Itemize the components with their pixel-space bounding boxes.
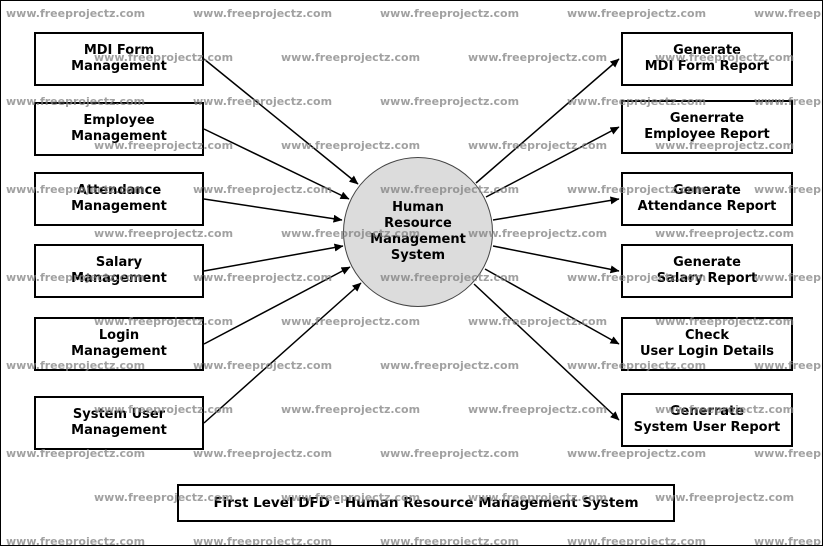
entity-label: Check User Login Details [639,327,775,359]
entity-label: Generrate Employee Report [644,110,770,142]
entity-generate-attendance-report: Generate Attendance Report [621,172,793,226]
flow-arrow-right-3 [492,196,620,221]
process-hr-management-system: Human Resource Management System [343,157,493,307]
flow-arrow-right-1 [475,58,620,184]
flow-arrow-left-5 [203,266,351,345]
entity-label: Generrate System User Report [633,403,781,435]
entity-salary-management: Salary Management [34,244,204,298]
entity-employee-management: Employee Management [34,102,204,156]
entity-generate-mdi-form-report: Generate MDI Form Report [621,32,793,86]
flow-arrow-right-2 [485,126,620,198]
flow-arrow-left-6 [203,282,362,424]
process-label: Human Resource Management System [370,199,466,264]
entity-label: Generate Salary Report [656,254,758,286]
entity-label: Salary Management [71,254,167,286]
entity-label: Generate MDI Form Report [644,42,770,74]
flow-arrow-right-5 [484,268,620,345]
entity-generate-system-user-report: Generrate System User Report [621,393,793,447]
entity-label: Attendance Management [71,182,167,214]
flow-arrow-right-6 [473,283,620,421]
entity-label: MDI Form Management [71,42,167,74]
entity-check-user-login-details: Check User Login Details [621,317,793,371]
diagram-title-box: First Level DFD - Human Resource Managem… [177,484,675,522]
entity-label: Generate Attendance Report [637,182,777,214]
entity-generate-salary-report: Generate Salary Report [621,244,793,298]
entity-label: Login Management [71,327,167,359]
entity-generate-employee-report: Generrate Employee Report [621,100,793,154]
flow-arrow-right-4 [492,245,620,274]
flow-arrow-left-1 [203,58,359,185]
entity-mdi-form-management: MDI Form Management [34,32,204,86]
entity-system-user-management: System User Management [34,396,204,450]
entity-label: System User Management [71,406,167,438]
flow-arrow-left-2 [203,128,350,200]
flow-arrow-left-4 [203,243,344,272]
entity-login-management: Login Management [34,317,204,371]
flow-arrow-left-3 [203,198,343,223]
diagram-title: First Level DFD - Human Resource Managem… [213,494,639,511]
entity-label: Employee Management [71,112,167,144]
entity-attendance-management: Attendance Management [34,172,204,226]
